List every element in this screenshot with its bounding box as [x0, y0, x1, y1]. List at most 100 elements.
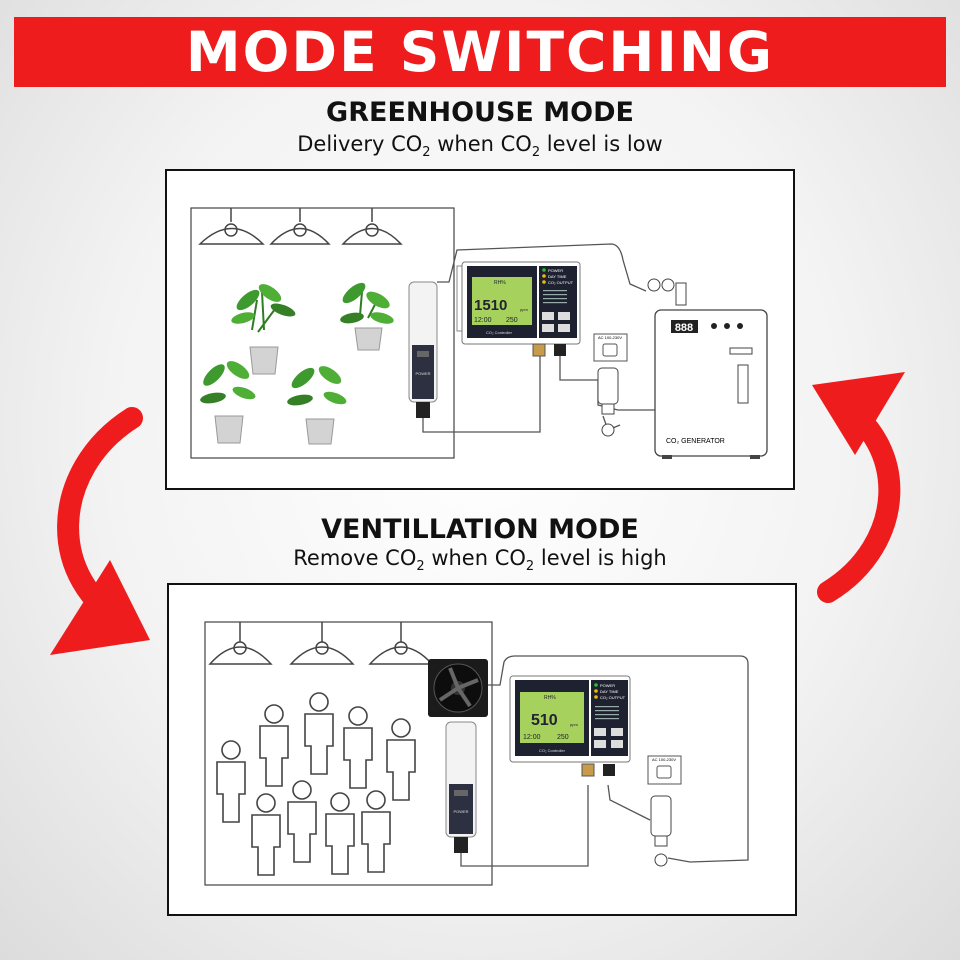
grow-room-frame [190, 207, 455, 459]
subscript: 2 [422, 145, 431, 160]
down-button[interactable] [558, 324, 570, 332]
co2-sensor-probe: POWER [445, 721, 477, 853]
up-button[interactable] [558, 312, 570, 320]
outlet-label: AC 100-230V [598, 335, 622, 340]
sensor-connector [532, 343, 546, 357]
controller-brand: CO₂ Controller [539, 748, 566, 753]
lcd-unit: ppm [520, 307, 528, 312]
lcd-time: 12:00 [474, 317, 492, 324]
subscript: 2 [416, 559, 425, 574]
lcd-top-label: RH% [494, 280, 506, 286]
generator-label: CO₂ GENERATOR [666, 438, 725, 445]
subtitle-text: Remove CO [293, 546, 417, 570]
generator-button-icon[interactable] [737, 323, 743, 329]
greenhouse-mode-title: GREENHOUSE MODE [326, 97, 634, 128]
lcd-top-label: RH% [544, 695, 556, 701]
page-title: MODE SWITCHING [185, 19, 775, 84]
lcd-value: 250 [506, 317, 518, 324]
exhaust-fan-icon [428, 659, 488, 717]
person-icon [361, 790, 391, 873]
co2-sensor-probe: POWER [408, 281, 438, 418]
person-icon [325, 792, 355, 875]
lamp-icon [269, 208, 331, 245]
person-icon [251, 793, 281, 876]
person-icon [386, 718, 416, 801]
controller-brand: CO₂ Controller [486, 330, 513, 335]
plant-icon [340, 282, 394, 351]
generator-button-icon[interactable] [724, 323, 730, 329]
subtitle-text: level is low [540, 132, 663, 156]
flowmeter [737, 364, 749, 404]
lamp-icon [208, 622, 273, 665]
sensor-connector [581, 763, 595, 777]
greenhouse-mode-subtitle: Delivery CO2 when CO2 level is low [0, 132, 960, 160]
subscript: 2 [525, 559, 535, 574]
ventilation-mode-title: VENTILLATION MODE [321, 514, 639, 545]
output-led-icon [542, 280, 546, 284]
co2-regulator [647, 278, 687, 306]
subtitle-text: when CO [430, 132, 532, 156]
lamp-icon [368, 622, 434, 665]
led-label-output: CO₂ OUTPUT [548, 280, 574, 285]
led-label-daytime: DAY TIME [548, 274, 567, 279]
plant-icon [200, 361, 256, 444]
output-led-icon [594, 695, 598, 699]
co2-controller: RH% 1510 ppm 12:00 250 CO₂ Controller PO… [456, 261, 581, 357]
lcd-screen [472, 277, 532, 325]
lcd-value: 250 [557, 734, 569, 741]
co2-controller: RH% 510 ppm 12:00 250 CO₂ Controller POW… [509, 675, 631, 777]
sensor-label: POWER [453, 809, 468, 814]
led-label-power: POWER [600, 683, 615, 688]
subscript: 2 [531, 145, 541, 160]
lcd-co2-reading: 510 [531, 712, 558, 729]
power-led-icon [542, 268, 546, 272]
co2-generator: 888 CO₂ GENERATOR [654, 309, 768, 459]
plant-icon [287, 366, 347, 445]
relay-plug [650, 795, 672, 867]
menu-button[interactable] [542, 312, 554, 320]
enter-button[interactable] [542, 324, 554, 332]
lcd-time: 12:00 [523, 734, 541, 741]
outlet-label: AC 100-230V [652, 757, 676, 762]
subtitle-text: Delivery CO [297, 132, 423, 156]
daytime-led-icon [594, 689, 598, 693]
generator-readout: 888 [675, 322, 693, 334]
title-banner: MODE SWITCHING [14, 17, 946, 87]
ventilation-mode-subtitle: Remove CO2 when CO2 level is high [0, 546, 960, 574]
generator-button-icon[interactable] [711, 323, 717, 329]
sensor-label: POWER [415, 371, 430, 376]
right-arrowhead-icon [812, 372, 905, 455]
power-outlet: AC 100-230V [647, 755, 682, 785]
plant-icon [231, 284, 296, 375]
room-frame [204, 621, 493, 886]
grow-lamps [198, 208, 403, 245]
menu-list [543, 290, 567, 304]
person-icon [287, 780, 317, 863]
subtitle-text: when CO [424, 546, 526, 570]
led-label-daytime: DAY TIME [600, 689, 619, 694]
generator-display [671, 320, 698, 333]
power-connector [554, 344, 566, 356]
power-outlet: AC 100-230V [593, 333, 628, 362]
lcd-co2-reading: 1510 [474, 297, 507, 314]
people-group [216, 692, 416, 876]
ventilation-diagram-panel [167, 583, 797, 916]
daytime-led-icon [542, 274, 546, 278]
person-icon [304, 692, 334, 775]
up-button[interactable] [611, 728, 623, 736]
lcd-screen [520, 692, 584, 743]
person-icon [259, 704, 289, 787]
menu-button[interactable] [594, 728, 606, 736]
lamp-icon [289, 622, 355, 665]
enter-button[interactable] [594, 740, 606, 748]
room-lamps [208, 622, 434, 665]
down-button[interactable] [611, 740, 623, 748]
menu-list [595, 706, 619, 720]
relay-plug [597, 367, 619, 437]
power-connector [603, 764, 615, 776]
left-arrowhead-icon [50, 560, 150, 655]
led-label-output: CO₂ OUTPUT [600, 695, 626, 700]
power-led-icon [594, 683, 598, 687]
